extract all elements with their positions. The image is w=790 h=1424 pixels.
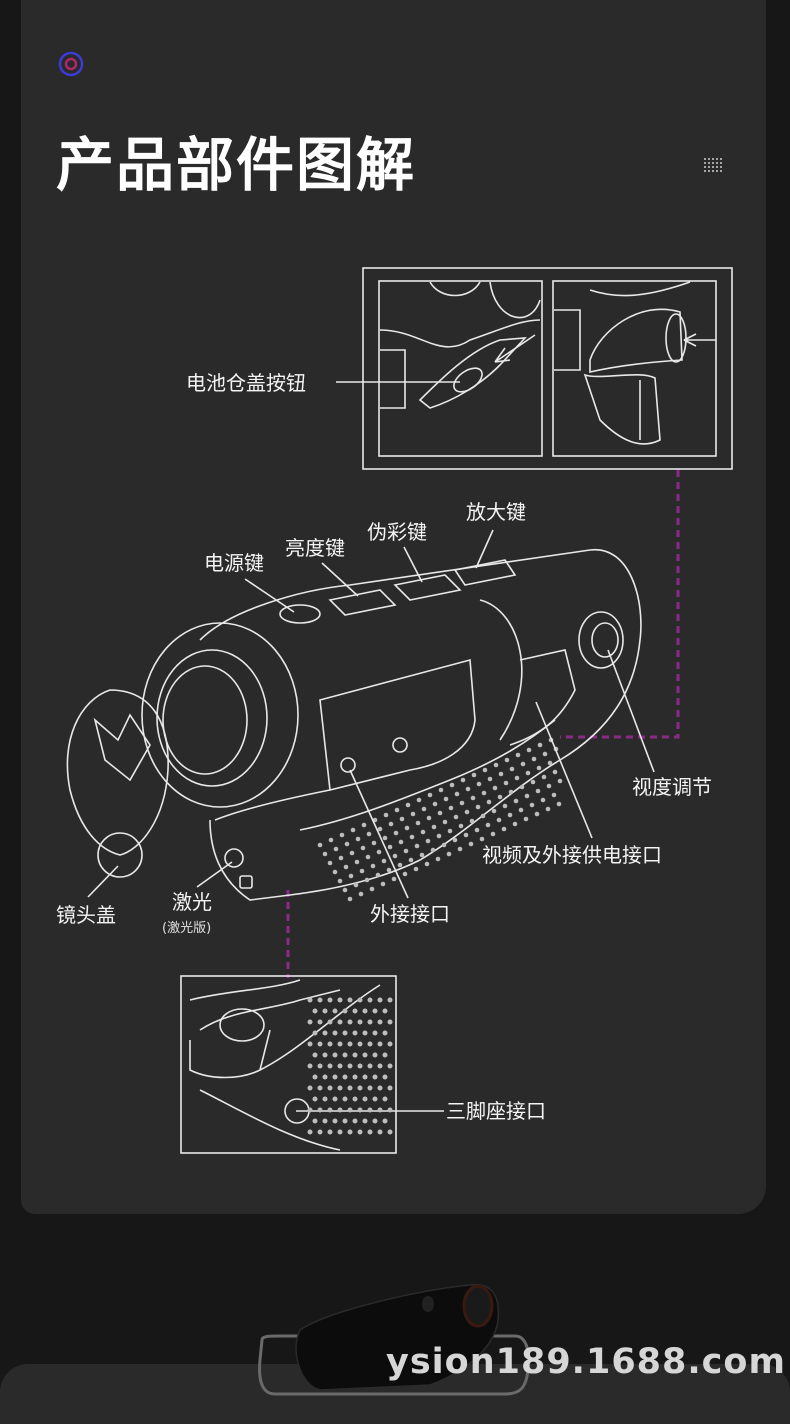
label-pseudo-color-key: 伪彩键 [367,520,427,544]
label-tripod-mount: 三脚座接口 [446,1099,546,1123]
label-power-key: 电源键 [204,551,264,575]
label-battery-cover-button: 电池仓盖按钮 [186,371,306,395]
label-lens-cap: 镜头盖 [56,903,116,927]
grip-texture [317,737,563,902]
label-diopter-adjust: 视度调节 [632,775,712,799]
page-title: 产品部件图解 [56,131,417,199]
target-logo-icon [58,51,84,77]
content-panel [21,0,766,1214]
device-line-art [66,549,642,901]
tripod-texture [307,997,393,1135]
label-video-power-port: 视频及外接供电接口 [482,843,662,867]
label-zoom-key: 放大键 [466,500,526,524]
dot-grid-icon [704,158,722,172]
label-brightness-key: 亮度键 [285,536,345,560]
leader-lines [87,529,655,1112]
battery-inset [362,267,733,470]
label-laser-version: (激光版) [162,921,212,936]
label-external-port: 外接接口 [370,902,450,926]
label-laser: 激光 [172,890,212,914]
watermark: ysion189.1688.com [386,1342,786,1382]
